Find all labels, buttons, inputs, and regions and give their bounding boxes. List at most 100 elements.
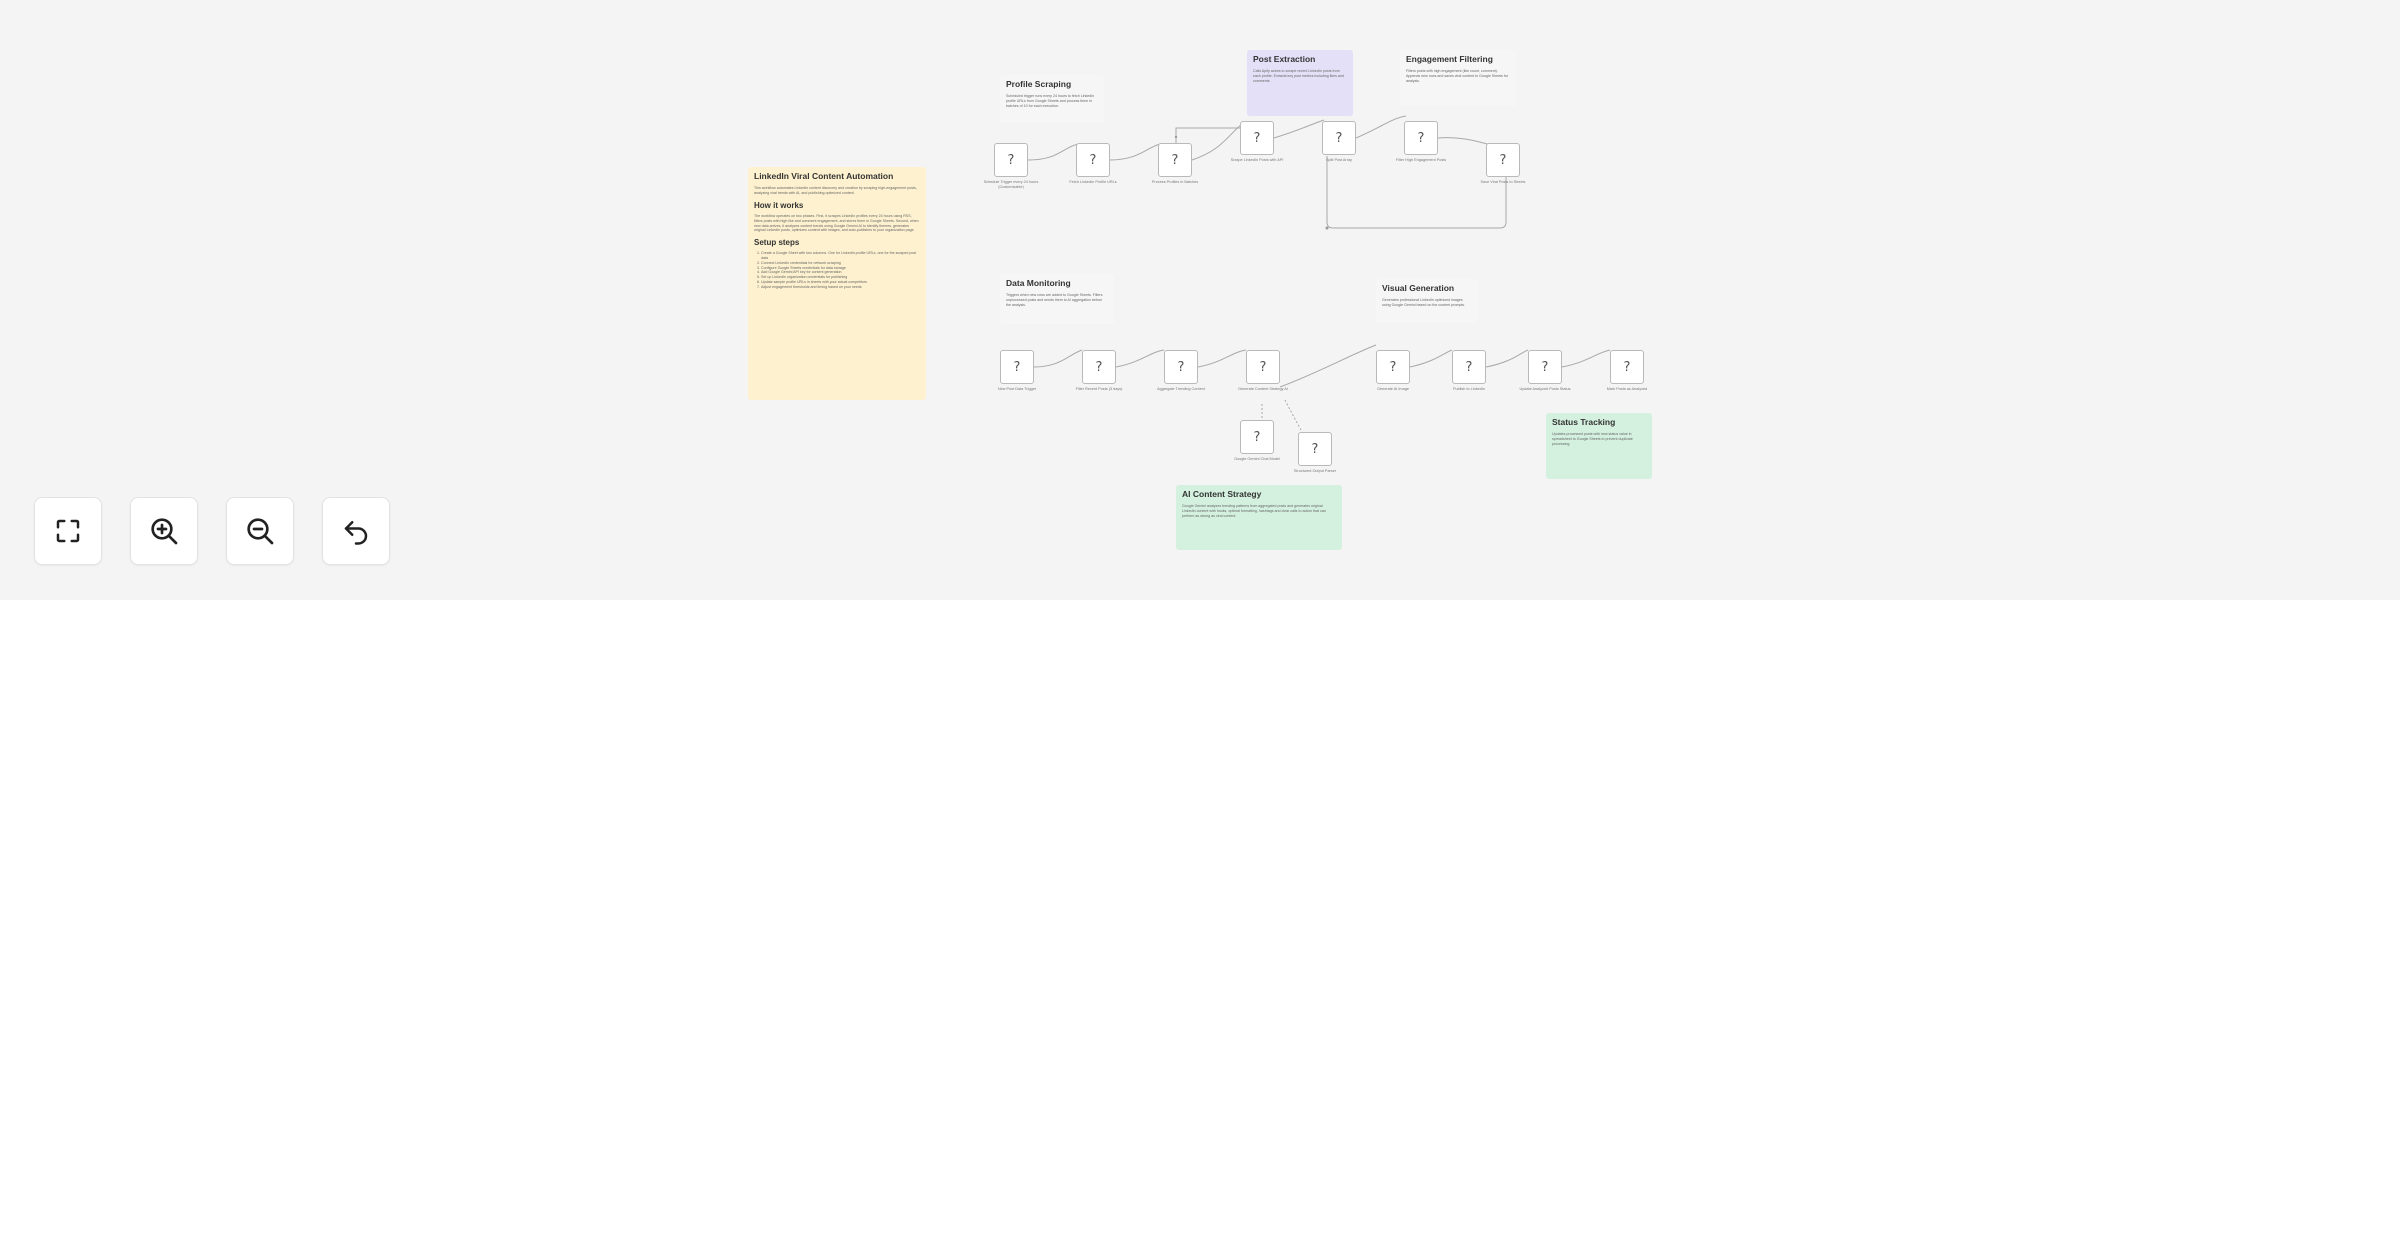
sticky-title: Post Extraction xyxy=(1253,54,1316,64)
setup-step: Update sample profile URLs in sheets wit… xyxy=(761,280,920,285)
node-label: New Post Data Trigger xyxy=(997,387,1037,391)
workflow-node[interactable]: ? xyxy=(1298,432,1332,466)
sticky-body: Google Gemini analyzes trending patterns… xyxy=(1182,504,1326,519)
sticky-title: Data Monitoring xyxy=(1006,278,1071,288)
workflow-node[interactable]: ? xyxy=(1000,350,1034,384)
sticky-title: Engagement Filtering xyxy=(1406,54,1493,64)
fit-view-button[interactable] xyxy=(34,497,102,565)
node-label: Save Viral Posts to Sheets xyxy=(1480,180,1526,184)
question-icon: ? xyxy=(1389,359,1397,375)
question-icon: ? xyxy=(1465,359,1473,375)
workflow-node[interactable]: ? xyxy=(1164,350,1198,384)
sticky-body: Updates processed posts with new status … xyxy=(1552,432,1633,447)
question-icon: ? xyxy=(1007,152,1015,168)
question-icon: ? xyxy=(1335,130,1343,146)
workflow-node[interactable]: ? xyxy=(1158,143,1192,177)
workflow-node[interactable]: ? xyxy=(1452,350,1486,384)
question-icon: ? xyxy=(1499,152,1507,168)
workflow-node[interactable]: ? xyxy=(1246,350,1280,384)
workflow-node[interactable]: ? xyxy=(1404,121,1438,155)
zoom-in-icon xyxy=(151,518,178,545)
sticky-title: Status Tracking xyxy=(1552,417,1616,427)
sticky-body: Filters posts with high engagement (like… xyxy=(1406,69,1509,84)
zoom-in-button[interactable] xyxy=(130,497,198,565)
node-label: Filter Recent Posts (3 days) xyxy=(1075,387,1123,391)
node-label: Structured Output Parser xyxy=(1293,469,1337,473)
zoom-out-icon xyxy=(247,518,274,545)
sticky-title: LinkedIn Viral Content Automation xyxy=(754,171,894,181)
fit-view-icon xyxy=(56,519,80,543)
setup-step: Connect LinkedIn credentials for network… xyxy=(761,261,920,266)
zoom-out-button[interactable] xyxy=(226,497,294,565)
sticky-title: Profile Scraping xyxy=(1006,79,1072,89)
workflow-node[interactable]: ? xyxy=(1240,420,1274,454)
node-label: Generate AI Image xyxy=(1377,387,1409,391)
workflow-node[interactable]: ? xyxy=(1528,350,1562,384)
reset-zoom-button[interactable] xyxy=(322,497,390,565)
connection xyxy=(1197,349,1247,368)
sticky-intro: This workflow automates LinkedIn content… xyxy=(754,186,917,196)
workflow-node[interactable]: ? xyxy=(994,143,1028,177)
workflow-node[interactable]: ? xyxy=(1610,350,1644,384)
question-icon: ? xyxy=(1623,359,1631,375)
setup-step: Configure Google Sheets credentials for … xyxy=(761,266,920,271)
sub-connection xyxy=(1284,399,1303,433)
node-label: Filter High Engagement Posts xyxy=(1395,158,1447,162)
question-icon: ? xyxy=(1089,152,1097,168)
connection xyxy=(1279,344,1377,388)
sticky-body: Calls Apify actors to scrape recent Link… xyxy=(1253,69,1344,84)
connection xyxy=(1437,137,1489,145)
question-icon: ? xyxy=(1171,152,1179,168)
connection xyxy=(1033,349,1083,368)
setup-step: Adjust engagement thresholds and timing … xyxy=(761,285,920,290)
node-label: Schedule Trigger every 24 hours (Customi… xyxy=(983,180,1039,189)
question-icon: ? xyxy=(1095,359,1103,375)
node-label: Google Gemini Chat Model xyxy=(1234,457,1280,461)
question-icon: ? xyxy=(1259,359,1267,375)
workflow-node[interactable]: ? xyxy=(1322,121,1356,155)
question-icon: ? xyxy=(1253,429,1261,445)
node-label: Mark Posts as Analyzed xyxy=(1606,387,1648,391)
sticky-body: Triggers when new rows are added to Goog… xyxy=(1006,293,1103,308)
question-icon: ? xyxy=(1311,441,1319,457)
sticky-title: Visual Generation xyxy=(1382,283,1455,293)
node-label: Scrape LinkedIn Posts with API xyxy=(1230,158,1284,162)
connection xyxy=(1409,349,1453,368)
section-body: The workflow operates on two phases. Fir… xyxy=(754,213,919,233)
node-label: Update Analyzed Posts Status xyxy=(1519,387,1571,391)
sticky-title: AI Content Strategy xyxy=(1182,489,1262,499)
question-icon: ? xyxy=(1417,130,1425,146)
node-label: Split Post Array xyxy=(1326,158,1352,162)
question-icon: ? xyxy=(1541,359,1549,375)
node-label: Fetch LinkedIn Profile URLs xyxy=(1069,180,1117,184)
question-icon: ? xyxy=(1013,359,1021,375)
workflow-node[interactable]: ? xyxy=(1486,143,1520,177)
connection xyxy=(1191,123,1243,161)
connection xyxy=(1561,349,1611,368)
question-icon: ? xyxy=(1253,130,1261,146)
sticky-body: Generates professional LinkedIn optimize… xyxy=(1382,298,1466,308)
workflow-node[interactable]: ? xyxy=(1076,143,1110,177)
workflow-node[interactable]: ? xyxy=(1376,350,1410,384)
loop-connection xyxy=(1175,127,1258,144)
setup-step: Add Google Gemini API key for content ge… xyxy=(761,270,920,275)
connection-lines xyxy=(1027,115,1611,433)
connection xyxy=(1109,143,1161,161)
node-label: Process Profiles in Batches xyxy=(1151,180,1199,184)
node-label: Generate Content Strategy AI xyxy=(1238,387,1288,391)
setup-step: Create a Google Sheet with two columns. … xyxy=(761,251,920,261)
setup-step: Set up LinkedIn organization credentials… xyxy=(761,275,920,280)
connection xyxy=(1485,349,1529,368)
workflow-node[interactable]: ? xyxy=(1082,350,1116,384)
connection xyxy=(1027,143,1079,161)
workflow-node[interactable]: ? xyxy=(1240,121,1274,155)
